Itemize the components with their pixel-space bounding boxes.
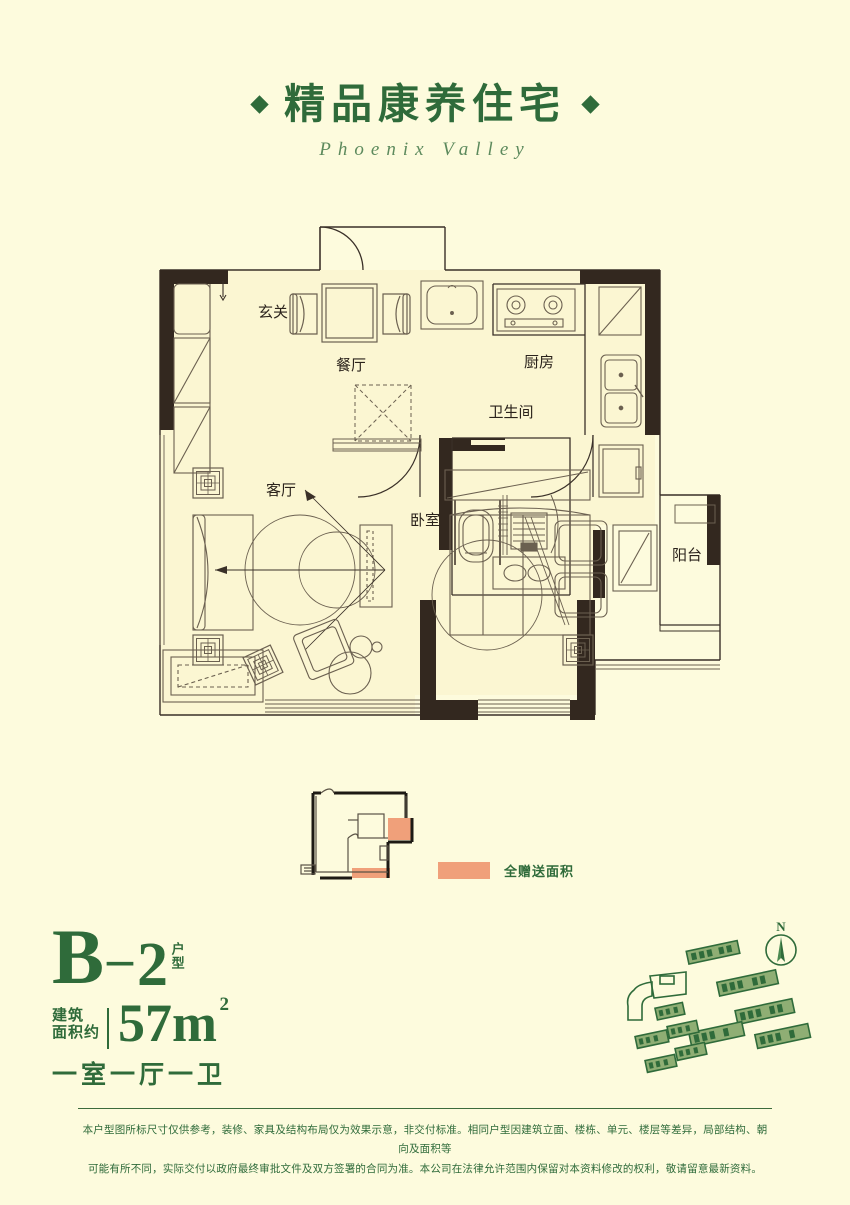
entry-door [319, 226, 364, 271]
disclaimer-line-2: 可能有所不同，实际交付以政府最终审批文件及双方签署的合同为准。本公司在法律允许范… [87, 1162, 763, 1175]
title-row: 精品康养住宅 [0, 81, 850, 127]
compass-rose: N [765, 919, 797, 966]
unit-type-mark: 户型 [169, 942, 185, 970]
unit-rooms-desc: 一室一厅一卫 [52, 1062, 227, 1090]
bedroom-furniture [431, 469, 608, 666]
floorplan-svg: 玄关 餐厅 客厅 厨房 卫生间 阳台 卧室 [159, 226, 721, 720]
room-label-living: 客厅 [266, 482, 296, 499]
legend-key: 全赠送面积 [438, 861, 574, 880]
room-label-bath: 卫生间 [488, 404, 533, 421]
site-plan-svg: N [626, 919, 812, 1074]
disclaimer-line-1: 本户型图所标尺寸仅供参考，装修、家具及结构布局仅为效果示意，非交付标准。相同户型… [82, 1124, 768, 1156]
legend-swatch-label: 全赠送面积 [504, 864, 575, 879]
site-buildings [634, 939, 812, 1074]
bonus-area-swatch [438, 862, 490, 879]
compass-north-label: N [776, 919, 786, 934]
room-label-kitchen: 厨房 [524, 354, 554, 371]
footer-disclaimer: 本户型图所标尺寸仅供参考，装修、家具及结构布局仅为效果示意，非交付标准。相同户型… [78, 1108, 772, 1179]
site-roads [626, 971, 687, 1021]
living-furniture [162, 467, 393, 703]
legend-section: 全赠送面积 [0, 775, 850, 900]
balcony [595, 495, 720, 670]
washbasin [420, 280, 484, 330]
entry-cabinets [173, 281, 227, 474]
dining-furniture [289, 283, 411, 343]
diamond-right-icon [581, 95, 600, 114]
unit-code: B [52, 913, 104, 1000]
bonus-area-living [352, 868, 390, 878]
page-subtitle: Phoenix Valley [319, 139, 531, 161]
bathroom-fixtures [451, 437, 571, 596]
diamond-left-icon [250, 95, 269, 114]
unit-area-value: 57 [118, 993, 173, 1053]
utility-nook [332, 384, 422, 452]
bedroom-door [357, 434, 421, 498]
unit-dash: – [107, 931, 134, 988]
floor-fill [160, 270, 655, 715]
kitchen-fixtures [492, 283, 644, 498]
unit-area-unit: m [172, 993, 217, 1053]
unit-number: 2 [137, 931, 169, 999]
mini-floorplan-svg [296, 780, 424, 888]
bonus-area-kitchen [388, 818, 412, 840]
mini-floorplan [296, 780, 424, 893]
kitchen-door [530, 434, 594, 498]
floorplan-drawing: 玄关 餐厅 客厅 厨房 卫生间 阳台 卧室 [0, 195, 850, 765]
side-window [612, 524, 658, 592]
unit-area-label-line1: 建筑 [52, 1007, 85, 1024]
unit-area-label: 建筑 面积约 [52, 1007, 110, 1050]
unit-area-label-line2: 面积约 [52, 1025, 101, 1042]
page-title: 精品康养住宅 [284, 81, 566, 127]
room-labels: 玄关 餐厅 客厅 厨房 卫生间 阳台 卧室 [258, 304, 702, 564]
unit-area-superscript: 2 [219, 994, 230, 1015]
room-label-dining: 餐厅 [336, 357, 366, 374]
room-label-bedroom: 卧室 [410, 512, 440, 529]
site-plan: N [608, 918, 823, 1078]
poster-header: 精品康养住宅 Phoenix Valley [0, 81, 850, 161]
footer-divider [78, 1108, 772, 1109]
windows [159, 435, 570, 713]
room-label-entry: 玄关 [258, 304, 288, 321]
unit-code-row: B – 2 户型 [52, 913, 226, 1000]
room-label-balcony: 阳台 [672, 547, 702, 564]
